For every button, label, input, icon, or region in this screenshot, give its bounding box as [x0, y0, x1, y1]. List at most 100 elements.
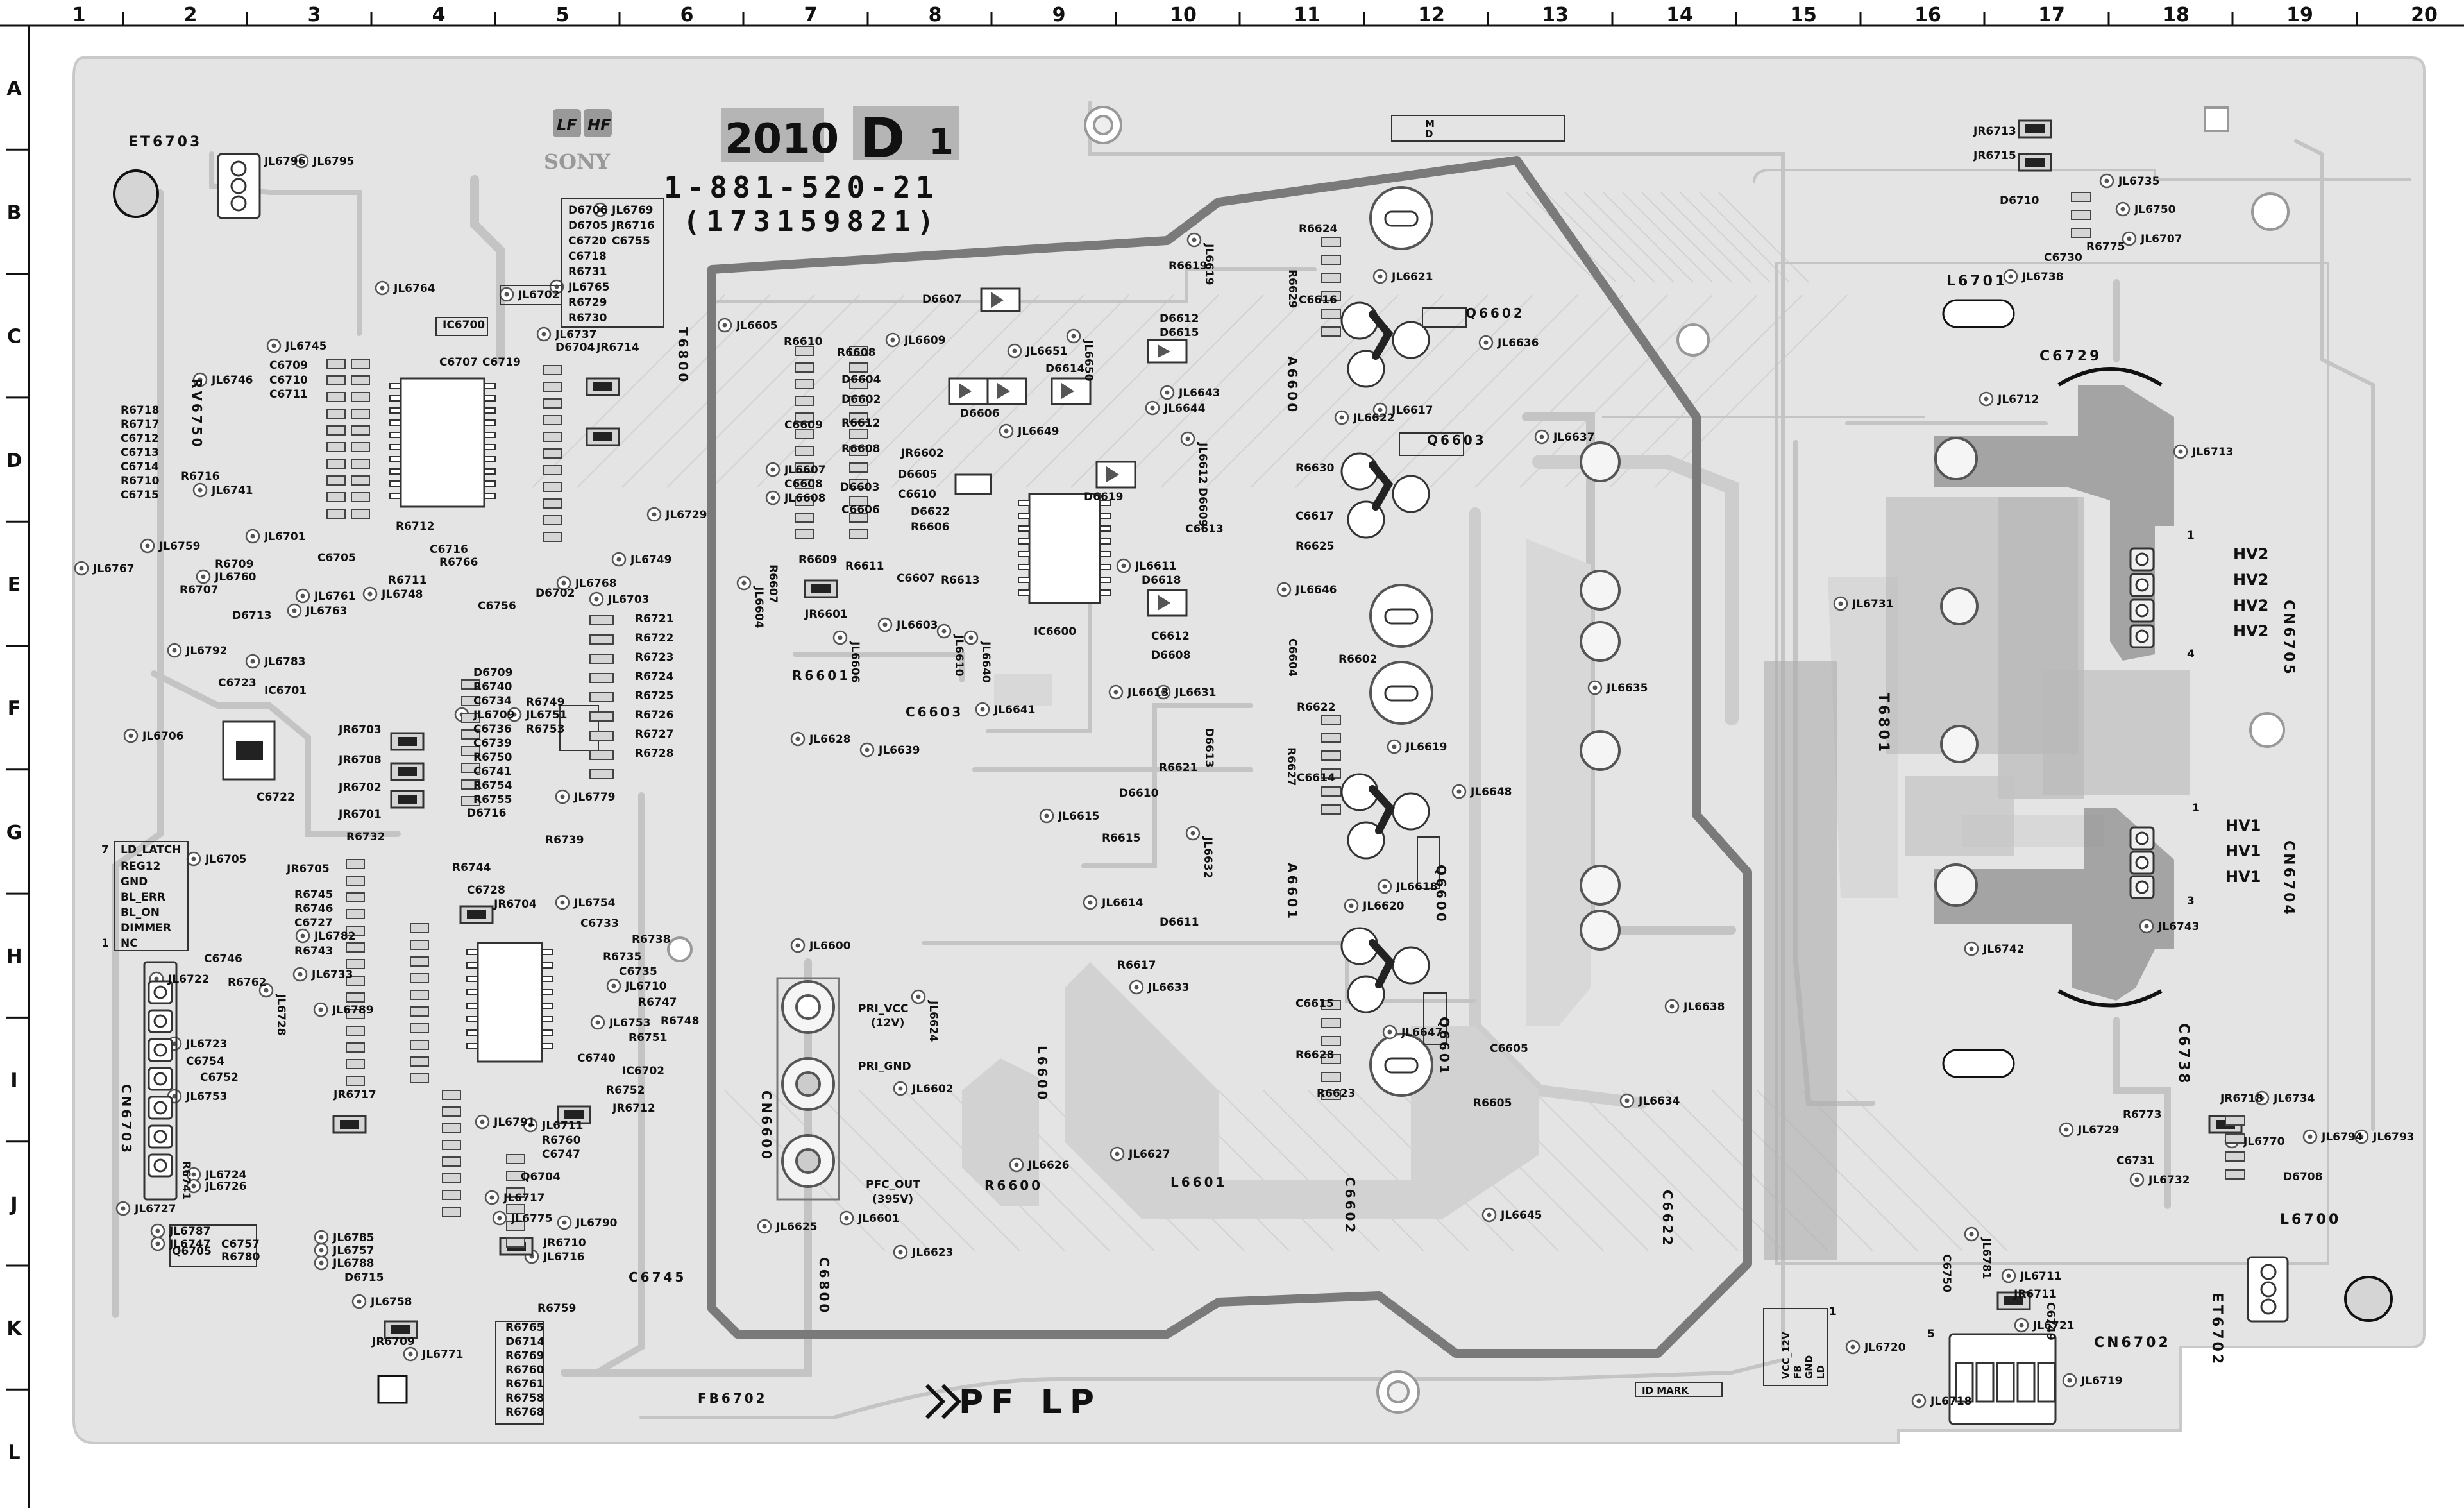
- smd-part: [461, 679, 480, 690]
- ref-d6706: D6706: [568, 204, 607, 217]
- grid-column-label: 5: [556, 4, 570, 26]
- ref-c6610: C6610: [898, 488, 936, 501]
- smd-part: [849, 429, 868, 439]
- ref-jr6708: JR6708: [338, 754, 382, 767]
- heatsink-strip: [1764, 661, 1837, 1260]
- ref-jl6722: JL6722: [167, 973, 209, 986]
- ref-c6736: C6736: [473, 723, 512, 736]
- ref-jl6783: JL6783: [264, 656, 305, 668]
- ref-jl6612: JL6612: [1196, 442, 1209, 484]
- ref-jl6636: JL6636: [1497, 337, 1539, 350]
- ref-jl6610: JL6610: [952, 634, 965, 677]
- grid-row-label: D: [6, 450, 22, 472]
- ref-c6728: C6728: [467, 884, 505, 897]
- ref-c6731: C6731: [2116, 1155, 2155, 1167]
- ref-l6700: L6700: [2280, 1212, 2341, 1228]
- ref-c6734: C6734: [473, 695, 512, 707]
- ref-jl6729b: JL6729: [2077, 1124, 2119, 1137]
- grid-column-label: 13: [1542, 4, 1569, 26]
- smd-part: [795, 379, 814, 389]
- ref-q6704: Q6704: [521, 1171, 561, 1183]
- ref-r6612: R6612: [841, 417, 880, 430]
- ref-c6709: C6709: [269, 359, 308, 372]
- cn6705-pin-4: HV2: [2233, 622, 2268, 640]
- smd-part: [543, 432, 562, 442]
- smd-part: [2225, 1169, 2245, 1180]
- smd-part: [351, 425, 370, 436]
- ref-c6747: C6747: [542, 1148, 580, 1161]
- ref-c6612: C6612: [1151, 630, 1190, 643]
- smd-part: [326, 359, 346, 369]
- ref-l6701: L6701: [1946, 273, 2007, 289]
- ref-r6728: R6728: [635, 747, 673, 760]
- ref-jl6720: JL6720: [1864, 1341, 1906, 1354]
- ref-c6800: C6800: [816, 1257, 832, 1315]
- ref-jl6764: JL6764: [393, 282, 435, 295]
- ref-jl6606: JL6606: [848, 641, 861, 682]
- ref-jl6738: JL6738: [2021, 271, 2063, 284]
- ref-jl6613: JL6613: [1127, 686, 1169, 699]
- ref-jl6795: JL6795: [312, 155, 354, 168]
- hv-copper-arms: [1934, 367, 2174, 1008]
- cn6600-labels: PRI_VCC (12V) PRI_GND PFC_OUT (395V): [858, 1003, 920, 1206]
- smd-part: [506, 1171, 525, 1181]
- ref-jl6727: JL6727: [134, 1203, 176, 1216]
- smd-part: [1321, 1054, 1341, 1064]
- ref-rv6750: RV6750: [189, 378, 205, 450]
- ref-jr6702: JR6702: [338, 781, 382, 794]
- cn6703-pin-bl-on: BL_ON: [121, 906, 160, 919]
- ref-r6752: R6752: [606, 1084, 645, 1097]
- ref-r6606: R6606: [911, 521, 949, 534]
- ref-d6715: D6715: [344, 1271, 384, 1284]
- cn6704-pin-first: 1: [2192, 802, 2200, 815]
- mounting-holes: [377, 106, 2290, 1414]
- ref-r6710: R6710: [121, 475, 160, 487]
- smd-part: [543, 515, 562, 525]
- ref-jl6649: JL6649: [1017, 425, 1059, 438]
- ref-jl6779: JL6779: [573, 791, 615, 804]
- smd-part: [461, 796, 480, 806]
- ref-r6624: R6624: [1299, 223, 1338, 235]
- cn6703-pin-labels: 7 LD_LATCH REG12 GND BL_ERR BL_ON DIMMER…: [101, 843, 181, 950]
- smd-part: [346, 892, 365, 902]
- ref-c6720: C6720: [568, 235, 607, 248]
- smd-part: [351, 509, 370, 519]
- smd-part: [442, 1140, 461, 1150]
- ref-r6723: R6723: [635, 651, 673, 664]
- ref-r6762: R6762: [228, 976, 266, 989]
- ref-r6712: R6712: [396, 520, 434, 533]
- ref-a6600: A6600: [1285, 356, 1300, 414]
- ref-c6616: C6616: [1299, 294, 1337, 307]
- ref-r6619: R6619: [1169, 260, 1207, 273]
- ref-jr6718: JR6718: [2220, 1092, 2263, 1105]
- grid-column-label: 3: [308, 4, 321, 26]
- ref-jl6769: JL6769: [611, 204, 653, 217]
- grid-row-label: H: [6, 945, 22, 968]
- ref-d6608: D6608: [1151, 649, 1190, 662]
- ref-r6760a: R6760: [505, 1364, 544, 1377]
- ref-r6615: R6615: [1102, 832, 1140, 845]
- grid-column-label: 7: [804, 4, 818, 26]
- smd-part: [326, 442, 346, 452]
- smd-part: [346, 876, 365, 886]
- ref-jl6713: JL6713: [2191, 446, 2233, 459]
- ref-r6753: R6753: [526, 723, 564, 736]
- ref-r6775: R6775: [2086, 241, 2125, 253]
- smd-part: [410, 1023, 429, 1033]
- smd-part: [346, 992, 365, 1003]
- ref-fb6702: FB6702: [698, 1391, 768, 1406]
- smd-part: [506, 1237, 525, 1248]
- smd-part: [849, 462, 868, 473]
- ref-c6718: C6718: [568, 250, 607, 263]
- grid-row-label: J: [9, 1194, 17, 1216]
- board-id: LF HF SONY 2010 D 1 1-881-520-21 (173159…: [544, 106, 1689, 1421]
- cn6600-outline: [776, 977, 840, 1201]
- smd-part: [1321, 326, 1341, 337]
- cn6703-pin-dimmer: DIMMER: [121, 922, 171, 935]
- ref-jl6623: JL6623: [911, 1246, 953, 1259]
- ref-r6730: R6730: [568, 312, 607, 325]
- ref-r6609: R6609: [798, 554, 837, 566]
- ref-r6759: R6759: [537, 1302, 576, 1315]
- ref-c6749: C6749: [2044, 1302, 2057, 1341]
